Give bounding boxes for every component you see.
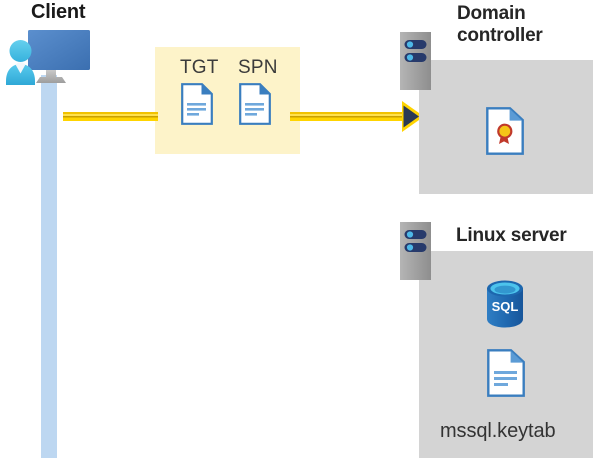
client-lifeline <box>41 75 57 458</box>
linux-server-title: Linux server <box>456 225 567 246</box>
certificate-document-icon <box>486 107 524 155</box>
sql-database-icon: SQL <box>484 278 526 330</box>
spn-label: SPN <box>238 57 278 78</box>
domain-controller-server-icon <box>400 32 431 90</box>
user-workstation-icon <box>2 24 100 89</box>
keytab-filename-label: mssql.keytab <box>440 420 556 442</box>
flow-arrow-segment-left <box>63 112 158 121</box>
message-payload-box <box>155 47 300 154</box>
spn-document-icon <box>239 83 271 125</box>
keytab-document-icon <box>487 349 525 397</box>
tgt-document-icon <box>181 83 213 125</box>
tgt-label: TGT <box>180 57 219 78</box>
svg-text:SQL: SQL <box>492 299 519 314</box>
client-title: Client <box>31 1 86 23</box>
linux-server-icon <box>400 222 431 280</box>
domain-controller-title: Domain controller <box>457 3 543 47</box>
right-arrow-icon <box>402 101 424 132</box>
flow-arrow-segment-right <box>290 112 408 121</box>
